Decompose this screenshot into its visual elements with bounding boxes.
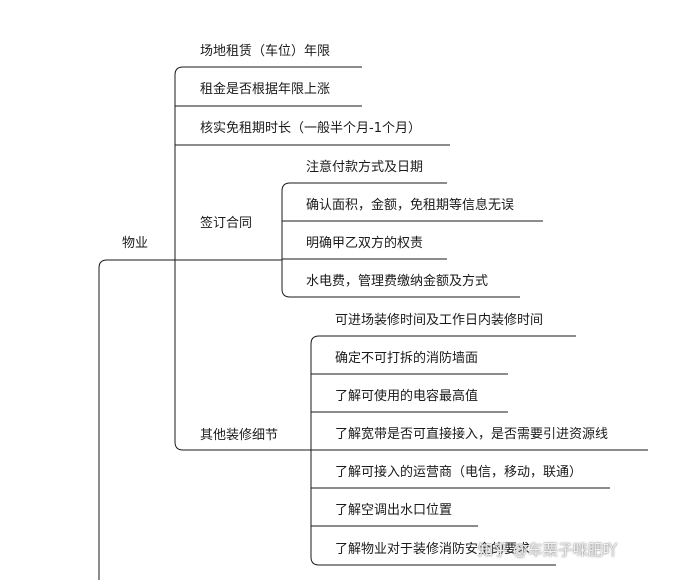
decoration-item-line	[310, 556, 556, 566]
branch-rent-free-period: 核实免租期时长（一般半个月-1个月）	[200, 121, 421, 136]
root-underline	[98, 259, 175, 580]
contract-item-utilities: 水电费，管理费缴纳金额及方式	[306, 274, 489, 289]
contract-item-responsibilities: 明确甲乙双方的权责	[306, 236, 424, 251]
decoration-item-fire-safety: 了解物业对于装修消防安全的要求	[335, 542, 531, 557]
decoration-item-power-capacity: 了解可使用的电容最高值	[335, 389, 479, 404]
decoration-item-carriers: 了解可接入的运营商（电信，移动，联通）	[335, 465, 583, 480]
level1-branch-line	[174, 441, 300, 451]
decoration-item-entry-time: 可进场装修时间及工作日内装修时间	[335, 313, 544, 328]
decoration-item-line	[310, 335, 576, 345]
level1-branch-line	[174, 66, 362, 76]
contract-item-line	[281, 182, 447, 192]
decoration-item-broadband: 了解宽带是否可直接接入，是否需要引进资源线	[335, 427, 609, 442]
branch-decoration-details: 其他装修细节	[200, 428, 279, 443]
branch-lease-term: 场地租赁（车位）年限	[200, 44, 331, 59]
contract-item-line	[281, 288, 520, 298]
watermark-text: 知乎 @车栗子咪肥吖	[478, 541, 618, 559]
decoration-item-fire-wall: 确定不可打拆的消防墙面	[335, 351, 479, 366]
branch-sign-contract: 签订合同	[200, 216, 253, 231]
contract-item-confirm-area: 确认面积，金额，免租期等信息无误	[306, 198, 515, 213]
decoration-item-ac-drain: 了解空调出水口位置	[335, 503, 453, 518]
root-node-label: 物业	[122, 236, 149, 251]
branch-rent-increase: 租金是否根据年限上涨	[200, 82, 331, 97]
contract-item-payment: 注意付款方式及日期	[306, 160, 424, 175]
